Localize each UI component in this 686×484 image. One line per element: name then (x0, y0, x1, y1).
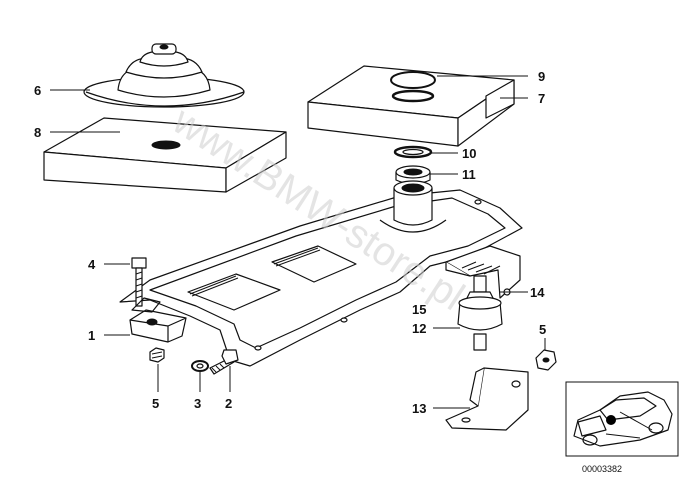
callout-14: 14 (530, 285, 545, 300)
gearshift-bracket-plate[interactable] (119, 180, 523, 367)
rubber-mount-part[interactable] (457, 275, 503, 351)
leader-lines (50, 75, 546, 409)
bushing-part[interactable] (395, 165, 431, 185)
callout-4: 4 (88, 257, 96, 272)
vehicle-locator-thumbnail (565, 381, 679, 457)
hex-nut-left-part[interactable] (149, 347, 165, 363)
callout-12: 12 (412, 321, 426, 336)
diagram-id: 00003382 (582, 464, 622, 474)
insulation-block-left-part[interactable] (43, 117, 287, 193)
callout-15: 15 (412, 302, 426, 317)
callout-labels: 6 8 9 7 10 11 4 1 5 3 2 14 15 12 5 13 (34, 69, 546, 416)
callout-5-left: 5 (152, 396, 159, 411)
callout-8: 8 (34, 125, 41, 140)
gear-boot-part[interactable] (83, 43, 245, 108)
callout-5-right: 5 (539, 322, 546, 337)
hex-nut-right-part[interactable] (535, 349, 557, 371)
callout-7: 7 (538, 91, 545, 106)
clamp-block-part[interactable] (129, 297, 187, 343)
washer-part[interactable] (393, 145, 433, 159)
circlip-part[interactable] (390, 71, 436, 103)
callout-3: 3 (194, 396, 201, 411)
callout-2: 2 (225, 396, 232, 411)
side-bracket-part[interactable] (445, 245, 521, 299)
hex-screw-part[interactable] (209, 349, 239, 375)
bolt-upper-part[interactable] (131, 257, 147, 307)
spring-washer-part[interactable] (191, 360, 209, 372)
callout-11: 11 (462, 167, 476, 182)
insulation-block-right-part[interactable] (307, 65, 515, 147)
callout-9: 9 (538, 69, 545, 84)
callout-1: 1 (88, 328, 95, 343)
callout-10: 10 (462, 146, 476, 161)
callout-13: 13 (412, 401, 426, 416)
lower-bracket-part[interactable] (445, 367, 529, 431)
location-marker-dot (606, 415, 616, 425)
callout-6: 6 (34, 83, 41, 98)
